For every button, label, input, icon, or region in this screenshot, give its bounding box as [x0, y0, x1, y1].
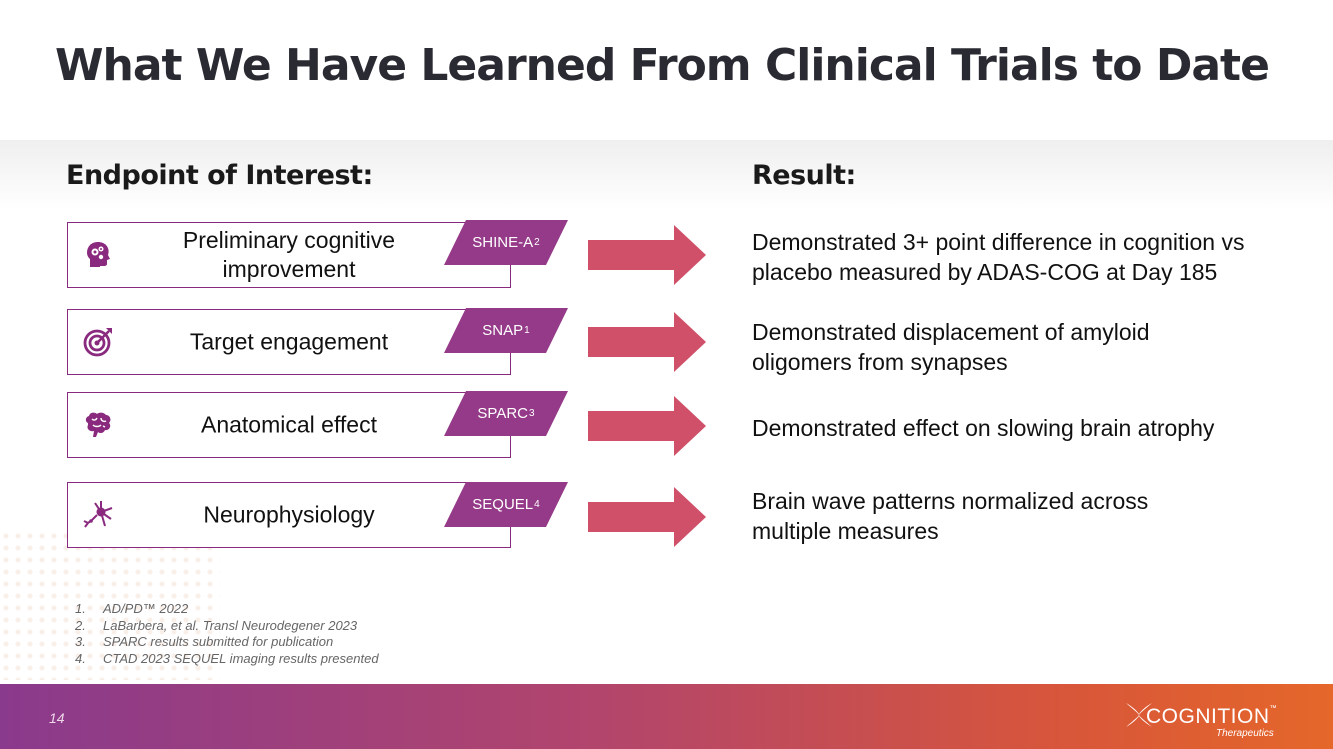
- endpoint-box-target: Target engagement: [67, 309, 511, 375]
- arrow-icon: [588, 312, 706, 372]
- footnotes: 1.AD/PD™ 2022 2.LaBarbera, et al. Transl…: [75, 601, 379, 667]
- footnote-item: 2.LaBarbera, et al. Transl Neurodegener …: [75, 617, 358, 633]
- endpoint-box-neurophysiology: Neurophysiology: [67, 482, 511, 548]
- endpoint-label: Target engagement: [189, 328, 389, 355]
- target-icon: [83, 328, 112, 357]
- endpoint-label: Neurophysiology: [203, 501, 375, 528]
- logo-subtitle: Therapeutics: [1216, 728, 1274, 739]
- endpoint-label: Preliminary cognitive improvement: [182, 227, 396, 282]
- arrow-icon: [588, 225, 706, 285]
- result-heading: Result:: [752, 160, 856, 191]
- endpoint-heading: Endpoint of Interest:: [66, 160, 373, 191]
- header-band: [0, 140, 1333, 210]
- result-text-target: Demonstrated displacement of amyloid oli…: [752, 319, 1150, 375]
- arrow-icon: [588, 396, 706, 456]
- neuron-icon: [83, 501, 113, 528]
- footnote-item: 3.SPARC results submitted for publicatio…: [75, 634, 334, 649]
- result-text-neurophysiology: Brain wave patterns normalized across mu…: [752, 488, 1149, 544]
- endpoint-box-cognitive: Preliminary cognitive improvement: [67, 222, 511, 288]
- arrow-icon: [588, 487, 706, 547]
- endpoint-box-anatomical: Anatomical effect: [67, 392, 511, 458]
- endpoint-label: Anatomical effect: [200, 411, 377, 438]
- head-gears-icon: [87, 242, 110, 267]
- result-text-anatomical: Demonstrated effect on slowing brain atr…: [752, 415, 1215, 441]
- footnote-item: 4.CTAD 2023 SEQUEL imaging results prese…: [75, 650, 379, 666]
- page-number: 14: [49, 710, 65, 726]
- logo-wordmark: COGNITION™: [1146, 705, 1277, 728]
- brain-icon: [85, 412, 111, 437]
- page-title: What We Have Learned From Clinical Trial…: [55, 40, 1270, 91]
- result-text-cognitive: Demonstrated 3+ point difference in cogn…: [752, 229, 1245, 285]
- footnote-item: 1.AD/PD™ 2022: [75, 601, 189, 616]
- footer-bar: 14 COGNITION™ Therapeutics: [0, 684, 1333, 749]
- company-logo: COGNITION™ Therapeutics: [1124, 700, 1304, 740]
- decorative-dots: [0, 530, 220, 680]
